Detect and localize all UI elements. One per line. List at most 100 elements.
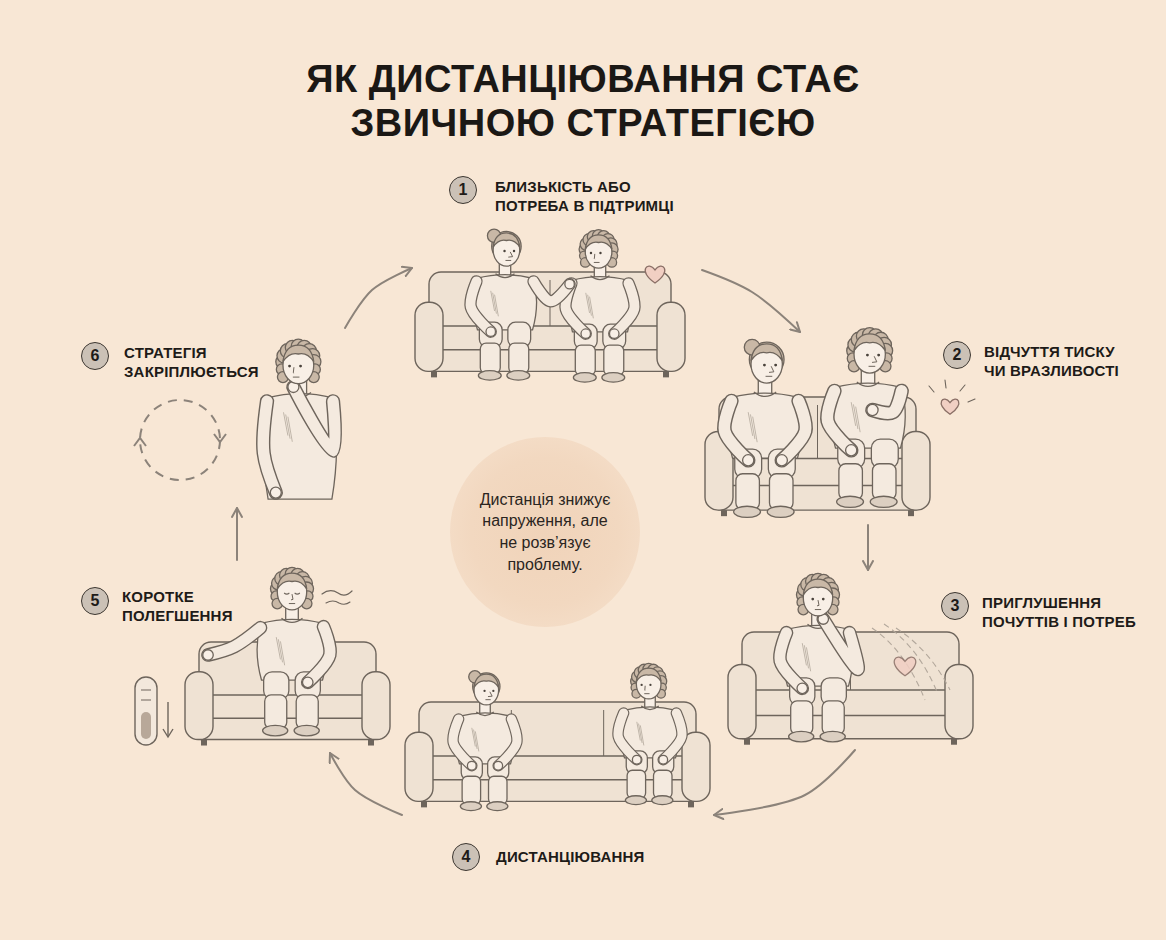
sofa-leg bbox=[951, 739, 957, 745]
sofa-seat bbox=[201, 695, 374, 720]
shin bbox=[627, 770, 645, 798]
sparkle-line bbox=[968, 399, 975, 402]
step-number: 3 bbox=[941, 592, 969, 620]
hand bbox=[797, 683, 808, 694]
nose bbox=[291, 594, 293, 600]
sofa-base bbox=[738, 716, 963, 739]
text-slot: 3 bbox=[941, 592, 969, 620]
shoe bbox=[478, 371, 501, 381]
heart-symbol bbox=[894, 657, 916, 676]
eye bbox=[288, 365, 291, 368]
sweater-fold bbox=[495, 295, 499, 317]
hair-fringe bbox=[283, 345, 314, 362]
fading-line bbox=[884, 624, 938, 694]
eye bbox=[299, 365, 302, 368]
eye bbox=[503, 250, 505, 252]
mouth bbox=[485, 699, 490, 700]
mouth bbox=[594, 262, 600, 263]
sofa-arm bbox=[415, 302, 443, 371]
hair-fringe bbox=[474, 674, 499, 687]
step-label: СТРАТЕГІЯ ЗАКРІПЛЮЄТЬСЯ bbox=[124, 344, 266, 382]
arm bbox=[308, 627, 330, 683]
shoe bbox=[837, 496, 864, 507]
text-slot: Дистанція знижує напруження, але не розв… bbox=[450, 437, 640, 627]
sparkle-line bbox=[929, 386, 934, 392]
eye bbox=[866, 354, 869, 357]
head bbox=[636, 669, 661, 699]
step-label: ПРИГЛУШЕННЯ ПОЧУТТІВ І ПОТРЕБ bbox=[982, 594, 1154, 632]
sweater-fold bbox=[280, 641, 284, 665]
shoe bbox=[573, 373, 596, 383]
sweater-fold bbox=[640, 725, 644, 745]
arm bbox=[663, 713, 682, 760]
collar bbox=[641, 706, 659, 710]
sparkle-line bbox=[945, 380, 946, 388]
arm bbox=[293, 387, 335, 451]
cycle-arrow bbox=[714, 750, 855, 815]
shoe bbox=[652, 796, 673, 805]
arm bbox=[470, 281, 490, 331]
step-label: ВІДЧУТТЯ ТИСКУ ЧИ ВРАЗЛИВОСТІ bbox=[984, 343, 1134, 381]
hand bbox=[846, 445, 857, 456]
arm-outline bbox=[618, 713, 637, 760]
nose bbox=[817, 600, 819, 606]
hand bbox=[467, 761, 476, 770]
sofa-leg bbox=[744, 739, 750, 745]
stage-box: 2 ВІДЧУТТЯ ТИСКУ ЧИ ВРАЗЛИВОСТІ bbox=[705, 332, 1145, 525]
eye bbox=[590, 252, 592, 254]
message-text: Дистанція знижує напруження, але не розв… bbox=[474, 489, 616, 575]
arm-outline bbox=[827, 391, 851, 450]
text-slot: ВІДЧУТТЯ ТИСКУ ЧИ ВРАЗЛИВОСТІ bbox=[984, 343, 1134, 381]
hand bbox=[303, 677, 314, 688]
eye bbox=[774, 364, 777, 367]
person-figure bbox=[203, 567, 330, 736]
shin bbox=[604, 345, 624, 375]
heart-shape bbox=[645, 266, 665, 283]
hand bbox=[632, 755, 641, 764]
arm bbox=[780, 633, 802, 689]
sofa-leg bbox=[421, 801, 427, 807]
shin bbox=[769, 474, 793, 510]
head bbox=[493, 234, 520, 266]
sofa-leg bbox=[201, 740, 207, 746]
stage-box: 6 СТРАТЕГІЯ ЗАКРІПЛЮЄТЬСЯ bbox=[72, 328, 362, 508]
collar bbox=[591, 276, 610, 280]
shoe bbox=[602, 373, 625, 383]
shin bbox=[822, 701, 844, 735]
arm-outline bbox=[208, 628, 261, 655]
hand bbox=[203, 650, 214, 661]
mouth bbox=[644, 693, 649, 694]
sofa-leg bbox=[721, 510, 727, 516]
shoe bbox=[789, 731, 814, 742]
sweater-fold bbox=[475, 731, 479, 751]
nose bbox=[508, 252, 512, 257]
cycle-arrow bbox=[330, 753, 402, 815]
shin bbox=[509, 343, 529, 373]
head bbox=[474, 675, 499, 705]
shin bbox=[265, 695, 287, 729]
shoe bbox=[294, 725, 319, 736]
cycle-arrow bbox=[867, 525, 869, 570]
hand bbox=[494, 761, 503, 770]
eye-closed bbox=[284, 593, 289, 594]
sofa-leg bbox=[663, 371, 669, 377]
person-figure bbox=[263, 339, 336, 499]
step-label: БЛИЗЬКІСТЬ АБО ПОТРЕБА В ПІДТРИМЦІ bbox=[495, 178, 695, 216]
sofa-arm bbox=[185, 672, 213, 740]
arm bbox=[618, 713, 637, 760]
step-number: 2 bbox=[943, 341, 971, 369]
text-slot: КОРОТКЕ ПОЛЕГШЕННЯ bbox=[122, 588, 240, 626]
shin bbox=[736, 474, 760, 510]
sweater-fold bbox=[806, 647, 810, 671]
arm-outline bbox=[724, 401, 748, 460]
arm bbox=[614, 283, 634, 333]
arm bbox=[453, 719, 472, 766]
cycle-arrow bbox=[236, 508, 238, 560]
stage-box: 1БЛИЗЬКІСТЬ АБО ПОТРЕБА В ПІДТРИМЦІ bbox=[412, 170, 702, 382]
sweater-fold bbox=[288, 417, 292, 442]
shoe bbox=[870, 496, 897, 507]
text-slot: 6 bbox=[81, 342, 109, 370]
arm bbox=[827, 391, 851, 450]
shin bbox=[872, 464, 896, 500]
